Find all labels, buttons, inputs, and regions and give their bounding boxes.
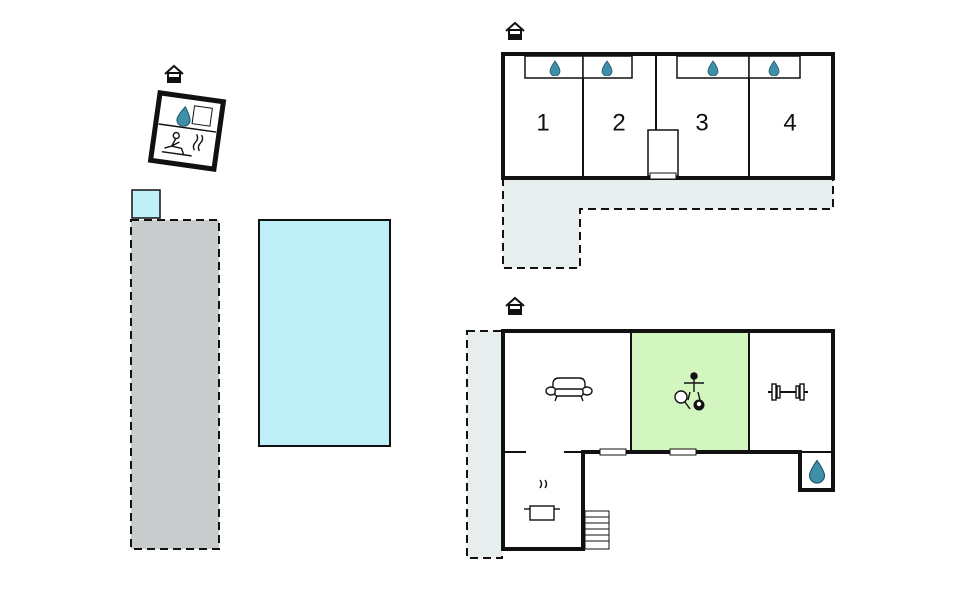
terrace-light (502, 177, 834, 269)
bedroom-number-4: 4 (783, 109, 796, 136)
side-terrace (466, 330, 503, 559)
outdoor-area (130, 64, 391, 550)
sofa-icon (545, 377, 593, 402)
entry-door (649, 172, 677, 180)
entrance-icon (504, 21, 526, 41)
entrance-icon (163, 64, 185, 84)
table-football-icon (684, 372, 704, 401)
terrace-grey (130, 219, 220, 550)
small-pool (131, 189, 161, 219)
leisure-building (466, 296, 835, 559)
bedroom-number-1: 1 (536, 109, 549, 136)
bedroom-number-2: 2 (612, 109, 625, 136)
sauna-building (147, 90, 227, 172)
entry-hall (647, 129, 679, 177)
game-room (631, 331, 749, 452)
bedroom-number-3: 3 (695, 109, 708, 136)
stairs-icon (584, 510, 610, 550)
billiard-ball-icon (693, 399, 705, 411)
swimming-pool (258, 219, 391, 447)
table-tennis-icon (674, 390, 691, 410)
entrance-icon (504, 296, 526, 316)
sauna-person-icon (161, 131, 204, 157)
dumbbell-icon (768, 383, 808, 401)
door (669, 448, 697, 456)
door (599, 448, 627, 456)
cooking-pot-icon (524, 479, 560, 521)
bedroom-building: 1 2 3 4 (501, 21, 835, 269)
